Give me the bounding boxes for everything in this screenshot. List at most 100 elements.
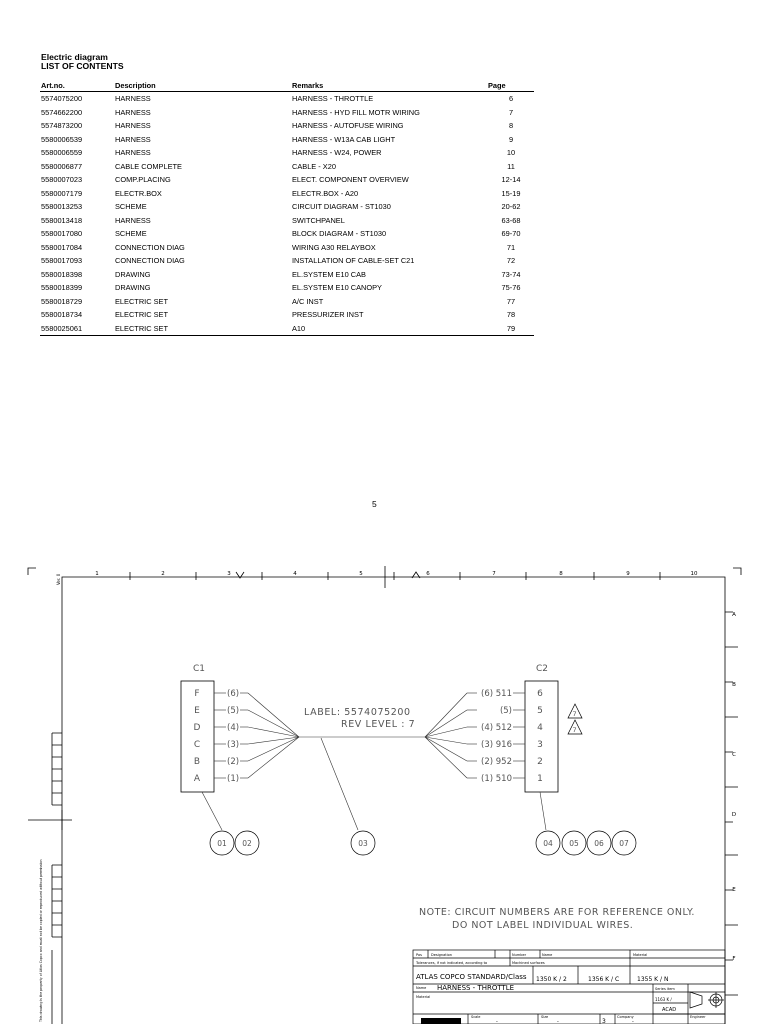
title-block-designation: Designation: [431, 953, 452, 957]
cell-page: 78: [506, 310, 516, 319]
cell-description: HARNESS: [115, 215, 151, 225]
column-header-remarks: Remarks: [291, 81, 487, 92]
cell-remarks: CIRCUIT DIAGRAM - ST1030: [292, 202, 391, 211]
connector-c2-pin: 2: [537, 757, 543, 767]
cell-description: HARNESS: [115, 148, 151, 157]
title-block-name-label: Name: [416, 986, 426, 990]
title-block-fill-ref: 1163 K /: [655, 997, 672, 1002]
frame-column-label: 9: [626, 571, 630, 577]
frame-side-label: Ver. 0: [56, 573, 61, 585]
cell-description: ELECTRIC SET: [114, 321, 291, 336]
wire-line: [424, 692, 468, 738]
wire-line: [424, 736, 468, 745]
cell-page: 77: [506, 296, 516, 306]
cell-page: 7: [508, 107, 514, 117]
frame-column-label: 6: [426, 571, 430, 577]
frame-column-label: 10: [691, 571, 698, 577]
cell-remarks: CABLE - X20: [292, 161, 336, 171]
cell-art-no: 5580013253: [41, 202, 83, 211]
page-number: 5: [372, 499, 377, 509]
connector-c1-wire-number: (6): [227, 689, 239, 699]
wire-line: [424, 709, 468, 738]
item-balloon: [234, 830, 260, 856]
title-block-material-label: Material: [416, 995, 430, 999]
document-header: Electric diagram LIST OF CONTENTS: [41, 53, 124, 71]
connector-c2-wire-number: (2) 952: [481, 757, 512, 767]
cell-art-no: 5580013418: [41, 215, 83, 225]
connector-c2-body: [524, 680, 559, 793]
revision-flag-number: 7: [573, 710, 577, 718]
item-balloon: [350, 830, 376, 856]
title-block-name-col: Name: [542, 953, 552, 957]
cell-art-no: 5580018729: [41, 296, 83, 306]
item-balloon-number: 04: [543, 839, 553, 848]
connector-c1-title: C1: [193, 664, 205, 674]
cell-remarks: EL.SYSTEM E10 CAB: [292, 269, 366, 279]
connector-c2-wire-number: (5): [500, 706, 512, 716]
connector-c1-pin: C: [194, 740, 200, 750]
cell-remarks: A10: [291, 321, 487, 336]
cell-art-no: 5580006559: [41, 148, 83, 157]
title-block-size-value: -: [557, 1019, 559, 1024]
cell-description: ELECTR.BOX: [115, 188, 162, 198]
item-balloon: [611, 830, 637, 856]
wire-line: [247, 736, 300, 745]
title-block-class-3: 1355 K / N: [637, 976, 668, 983]
cell-page: 69-70: [501, 229, 521, 238]
frame-column-label: 5: [359, 571, 363, 577]
title-block: Pos Designation Number Name Material Tol…: [412, 949, 726, 1024]
connector-c1-pin: A: [194, 774, 201, 784]
drawing-note-line1: NOTE: CIRCUIT NUMBERS ARE FOR REFERENCE …: [419, 907, 695, 918]
connector-c1-pin: E: [194, 706, 200, 716]
title-block-standard: ATLAS COPCO STANDARD/Class: [416, 973, 527, 981]
item-balloon-number: 02: [242, 839, 252, 848]
wire-line: [247, 736, 300, 762]
cell-art-no: 5580018399: [41, 283, 83, 292]
title-block-class-1: 1350 K / 2: [536, 976, 567, 983]
connector-c1-body: [180, 680, 215, 793]
cell-description: HARNESS: [115, 107, 151, 117]
frame-column-label: 8: [559, 571, 563, 577]
connector-c2-pin: 4: [537, 723, 543, 733]
title-block-tolerances: Tolerances, if not indicated, according …: [415, 961, 487, 965]
connector-c1-wires: (6)(5)(4)(3)(2)(1): [227, 689, 239, 784]
frame-row-label: B: [732, 682, 736, 688]
connector-c2-wire-number: (6) 511: [481, 689, 512, 699]
cell-page: 79: [487, 321, 534, 336]
cell-remarks: ELECT. COMPONENT OVERVIEW: [292, 175, 409, 184]
cell-art-no: 5580017093: [41, 256, 83, 265]
frame-row-label: E: [732, 887, 736, 893]
cell-page: 15-19: [501, 188, 521, 198]
cell-art-no: 5580025061: [40, 321, 114, 336]
cell-remarks: A/C INST: [292, 296, 324, 306]
cell-page: 75-76: [501, 283, 521, 292]
cell-page: 63-68: [501, 215, 521, 225]
cell-remarks: ELECTR.BOX - A20: [292, 188, 359, 198]
cell-page: 6: [508, 94, 514, 103]
wire-line: [424, 736, 468, 779]
item-balloon-number: 01: [217, 839, 227, 848]
frame-row-label: C: [732, 752, 736, 758]
title-block-scale: Scale: [471, 1015, 480, 1019]
title-block-scale-value: -: [496, 1019, 498, 1024]
cell-remarks: BLOCK DIAGRAM - ST1030: [292, 229, 387, 238]
connector-c1-pin: D: [194, 723, 201, 733]
cell-remarks: HARNESS - AUTOFUSE WIRING: [292, 121, 404, 130]
